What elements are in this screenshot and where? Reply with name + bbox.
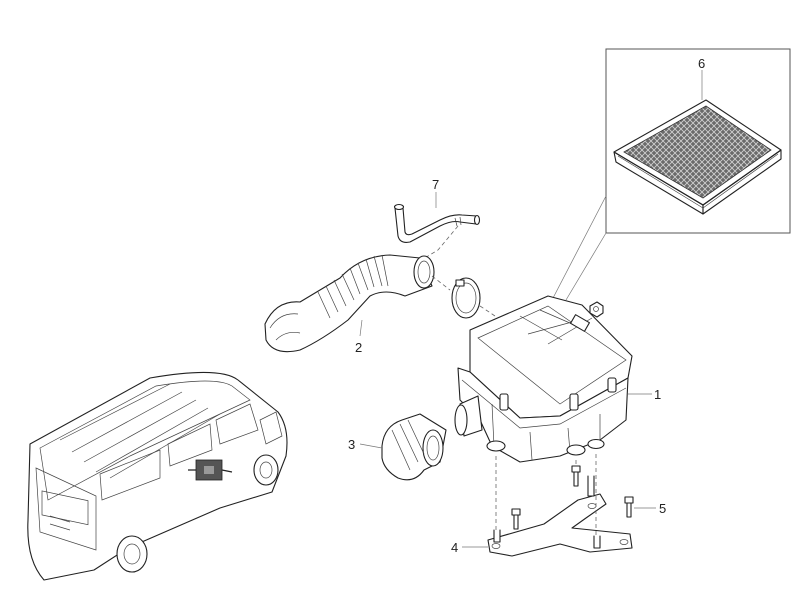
hose-clamp xyxy=(451,277,481,319)
air-filter-element xyxy=(613,99,782,215)
vehicle-locator xyxy=(27,371,288,581)
callout-2: 2 xyxy=(355,340,362,355)
callout-4: 4 xyxy=(451,540,458,555)
intake-hose xyxy=(264,254,435,353)
leader-2 xyxy=(359,319,363,337)
engine-highlight xyxy=(188,459,233,481)
air-filter-inset xyxy=(605,48,791,234)
callout-1: 1 xyxy=(654,387,661,402)
callout-3: 3 xyxy=(348,437,355,452)
breather-hose xyxy=(393,203,481,243)
air-cleaner-housing xyxy=(454,295,633,463)
leader-3 xyxy=(359,443,383,449)
callout-5: 5 xyxy=(659,501,666,516)
inlet-duct xyxy=(381,413,447,481)
callout-6: 6 xyxy=(698,56,705,71)
callout-7: 7 xyxy=(432,177,439,192)
mounting-bracket xyxy=(487,475,633,557)
bolt xyxy=(511,465,634,530)
